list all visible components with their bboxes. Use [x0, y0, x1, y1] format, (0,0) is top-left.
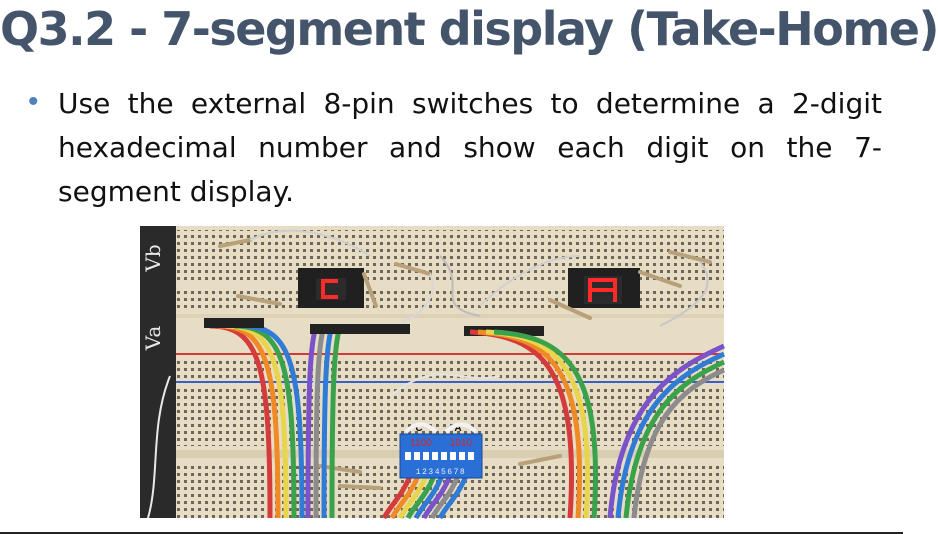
- ribbon-cable-left: [209, 323, 343, 519]
- bullet-item: • Use the external 8-pin switches to det…: [28, 82, 888, 214]
- switch-jumper-wires: [404, 422, 478, 434]
- seven-segment-display-left: [298, 268, 364, 308]
- resistors: [218, 238, 712, 490]
- terminal-label-va: Va: [141, 326, 165, 352]
- switch-letter-right: A: [454, 423, 461, 434]
- ribbon-cable-bottom: [381, 475, 469, 520]
- terminal-block: [140, 226, 180, 518]
- jumper-wires: [147, 229, 709, 519]
- switch-bits-right: 1010: [450, 438, 473, 449]
- switch-letter-left: C: [415, 423, 422, 434]
- ribbon-cable-right: [469, 329, 726, 519]
- seven-segment-display-right: [568, 268, 640, 308]
- header-connector-left: [204, 318, 264, 328]
- breadboard-photo: Vb Va: [140, 226, 726, 520]
- slide-title: Q3.2 - 7-segment display (Take-Home): [0, 2, 938, 56]
- dip-switch: [399, 433, 483, 479]
- switch-bits-left: 1100: [410, 438, 432, 449]
- footer-rule: [0, 532, 903, 534]
- bullet-text: Use the external 8-pin switches to deter…: [58, 87, 882, 208]
- terminal-label-vb: Vb: [141, 244, 165, 272]
- bullet-icon: •: [28, 85, 39, 118]
- header-connector-middle: [310, 324, 410, 334]
- switch-pin-numbers: 12345678: [416, 468, 466, 477]
